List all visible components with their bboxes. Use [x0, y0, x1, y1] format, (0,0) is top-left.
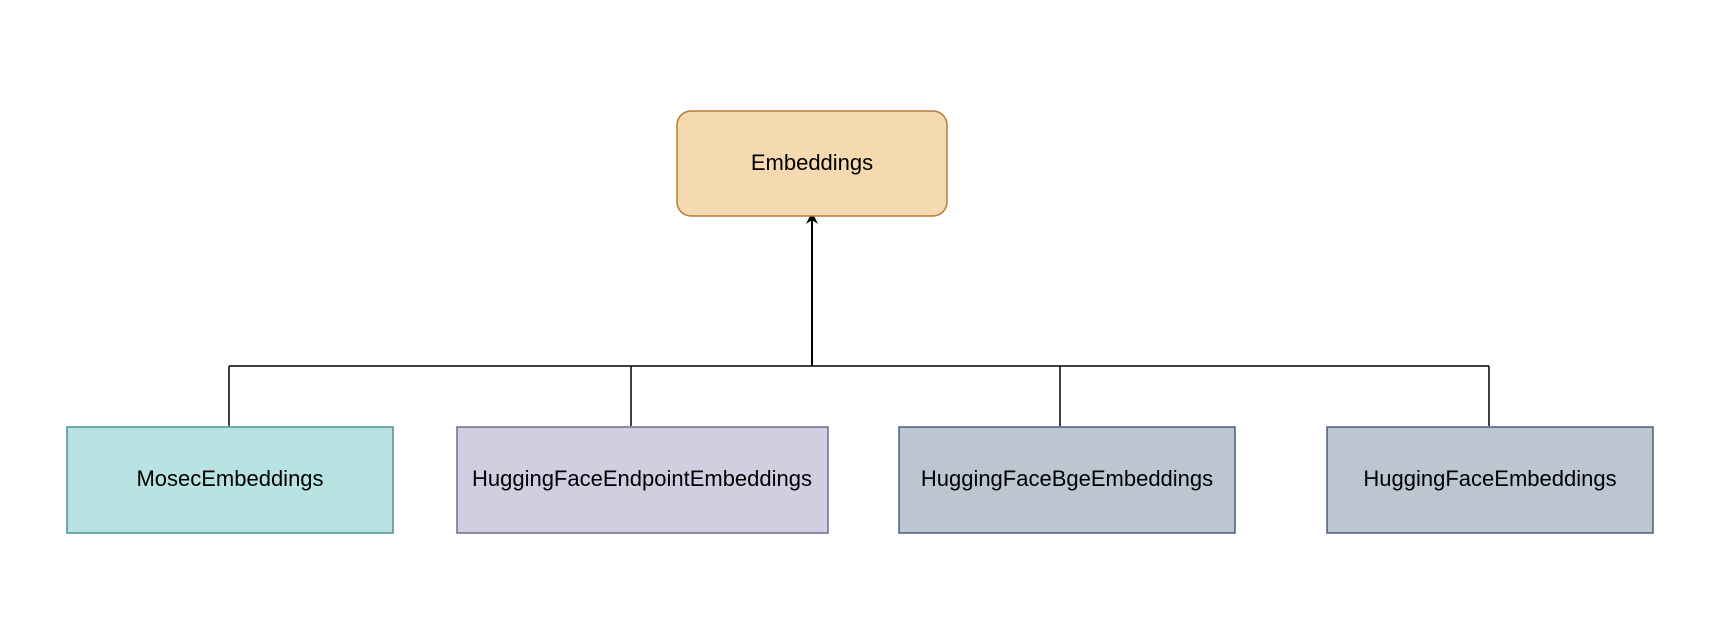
parent-node-embeddings[interactable]: Embeddings [676, 110, 948, 217]
child-node-huggingface-endpoint-embeddings[interactable]: HuggingFaceEndpointEmbeddings [456, 426, 829, 534]
child-node-huggingface-bge-embeddings[interactable]: HuggingFaceBgeEmbeddings [898, 426, 1236, 534]
child-node-box [456, 426, 829, 534]
child-node-label: MosecEmbeddings [136, 466, 323, 491]
parent-node-box [676, 110, 948, 217]
child-node-box [1326, 426, 1654, 534]
child-node-box [66, 426, 394, 534]
child-node-label: HuggingFaceEmbeddings [1363, 466, 1616, 491]
child-node-huggingface-embeddings[interactable]: HuggingFaceEmbeddings [1326, 426, 1654, 534]
child-node-label: HuggingFaceEndpointEmbeddings [472, 466, 812, 491]
connectors [228, 212, 1490, 426]
child-node-mosec-embeddings[interactable]: MosecEmbeddings [66, 426, 394, 534]
parent-node-label: Embeddings [751, 150, 873, 175]
child-node-label: HuggingFaceBgeEmbeddings [921, 466, 1213, 491]
child-node-box [898, 426, 1236, 534]
